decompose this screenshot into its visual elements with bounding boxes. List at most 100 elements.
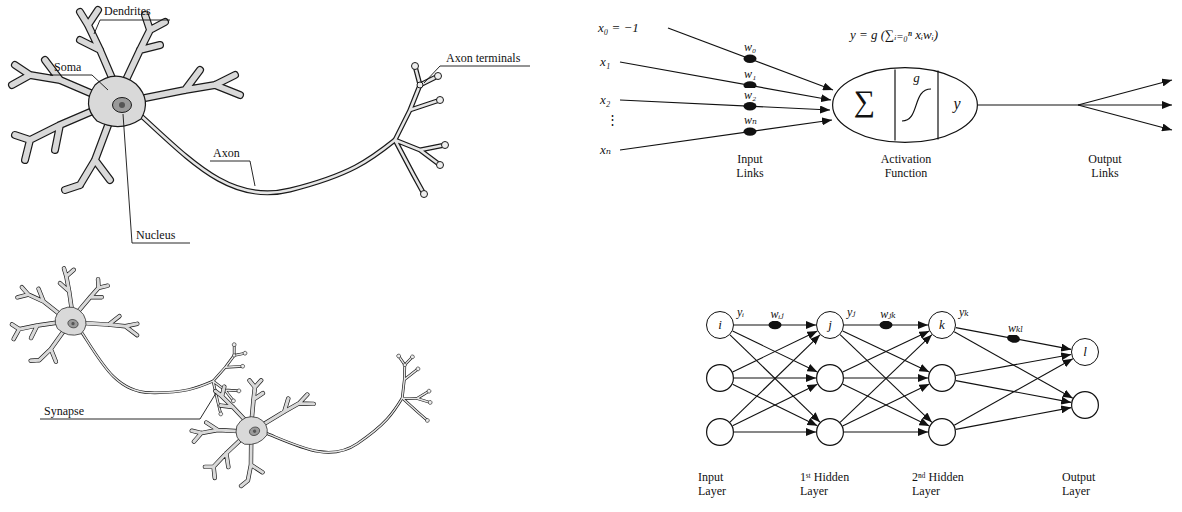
formula: y = g (∑ᵢ₌₀ⁿ xᵢwᵢ) [850, 27, 938, 42]
neuron-node: l [1071, 338, 1099, 366]
leader-lines [50, 75, 108, 90]
neuron-circle [929, 419, 956, 446]
neuron-circle [707, 419, 734, 446]
output-symbol: y [938, 95, 976, 113]
leader-lines [40, 393, 216, 419]
weight-dots [744, 55, 757, 136]
neuron-node: i [706, 311, 734, 339]
layer-label: 2ⁿᵈ Hidden Layer [912, 470, 988, 498]
mesh-line [733, 384, 818, 426]
node-letter: k [939, 318, 945, 332]
input-label: xₙ [600, 142, 611, 157]
ellipsis: ⋮ [606, 112, 619, 127]
sum-symbol: ∑ [834, 85, 895, 117]
output-links [1078, 105, 1172, 130]
part-label: Synapse [44, 404, 84, 418]
mesh-line [843, 384, 930, 426]
output-label: yᵢ [737, 305, 744, 319]
function-name: g [895, 70, 938, 85]
leader-lines [94, 20, 170, 34]
leader-lines [123, 114, 190, 243]
output-links [978, 104, 1078, 105]
input-label: x₀ = −1 [598, 20, 639, 35]
mesh-line [844, 431, 928, 432]
neuron-circle [1072, 392, 1099, 419]
mesh-line [840, 335, 932, 423]
mesh-line [956, 408, 1071, 430]
mesh-line [734, 431, 816, 432]
unit-divider [894, 70, 895, 141]
network-mesh [707, 331, 1099, 445]
input-label: x₁ [600, 54, 610, 69]
neuron-circle [707, 365, 734, 392]
leader-lines [424, 66, 530, 83]
leader-lines [40, 20, 530, 419]
perceptron-inputs [620, 120, 832, 150]
perceptron-inputs [620, 62, 831, 100]
mesh-line [733, 331, 818, 372]
perceptron-inputs [620, 100, 830, 110]
mesh-line [733, 384, 818, 426]
section-label: Activation Function [870, 152, 942, 180]
part-label: Soma [54, 60, 81, 74]
node-letter: l [1083, 345, 1087, 359]
section-label: Output Links [1080, 152, 1130, 180]
weight-label: w₂ [744, 88, 756, 102]
output-label: yⱼ [847, 305, 856, 319]
weight-dot [1006, 333, 1020, 344]
mesh-line [730, 335, 820, 422]
unit-divider [937, 71, 938, 140]
neuron-pair [1, 258, 440, 500]
perceptron-inputs [668, 28, 833, 90]
neuron-drawing [12, 10, 449, 198]
mesh-line [843, 384, 930, 426]
node-letter: i [718, 318, 722, 332]
mesh-line [730, 335, 820, 422]
mesh-line [843, 331, 930, 372]
weight-dots [744, 127, 757, 135]
mesh-line [840, 335, 932, 423]
weight-dot [880, 321, 893, 329]
mesh-line [733, 331, 818, 372]
layer-label: Input Layer [698, 470, 738, 498]
mesh-line [954, 359, 1073, 425]
unit-ellipse [833, 68, 978, 143]
output-label: yₖ [959, 305, 969, 319]
leader-lines [210, 161, 255, 186]
output-links [978, 80, 1172, 130]
weight-label: wⱼₖ [880, 307, 896, 321]
mesh-line [954, 332, 1073, 398]
sigmoid-symbol [902, 89, 931, 121]
part-label: Axon [213, 146, 240, 160]
perceptron-inputs [620, 28, 833, 150]
neuron-circle [817, 365, 844, 392]
mesh-line [843, 331, 930, 372]
neuron-node: j [816, 311, 844, 339]
section-label: Input Links [725, 152, 775, 180]
activation-unit: ∑gy [832, 67, 978, 143]
weight-dots [744, 55, 757, 63]
weight-dot [769, 321, 782, 329]
part-label: Nucleus [136, 228, 175, 242]
neuron-pair [180, 321, 441, 500]
node-letter: j [828, 318, 832, 332]
input-label: x₂ [600, 92, 610, 107]
weight-label: w₀ [744, 40, 756, 54]
output-links [1078, 104, 1172, 105]
weight-dots [744, 102, 757, 110]
connector [844, 321, 928, 329]
weight-label: wₖₗ [1008, 321, 1023, 335]
layer-label: Output Layer [1062, 470, 1108, 498]
weight-label: wₙ [744, 113, 757, 127]
mesh-line [956, 355, 1071, 376]
connector [734, 321, 816, 329]
part-label: Axon terminals [446, 51, 520, 65]
neuron-node: k [928, 311, 956, 339]
neuron-circle [817, 419, 844, 446]
output-links [1078, 80, 1172, 105]
weight-label: wᵢⱼ [771, 307, 784, 321]
neuron-drawing [12, 10, 449, 198]
